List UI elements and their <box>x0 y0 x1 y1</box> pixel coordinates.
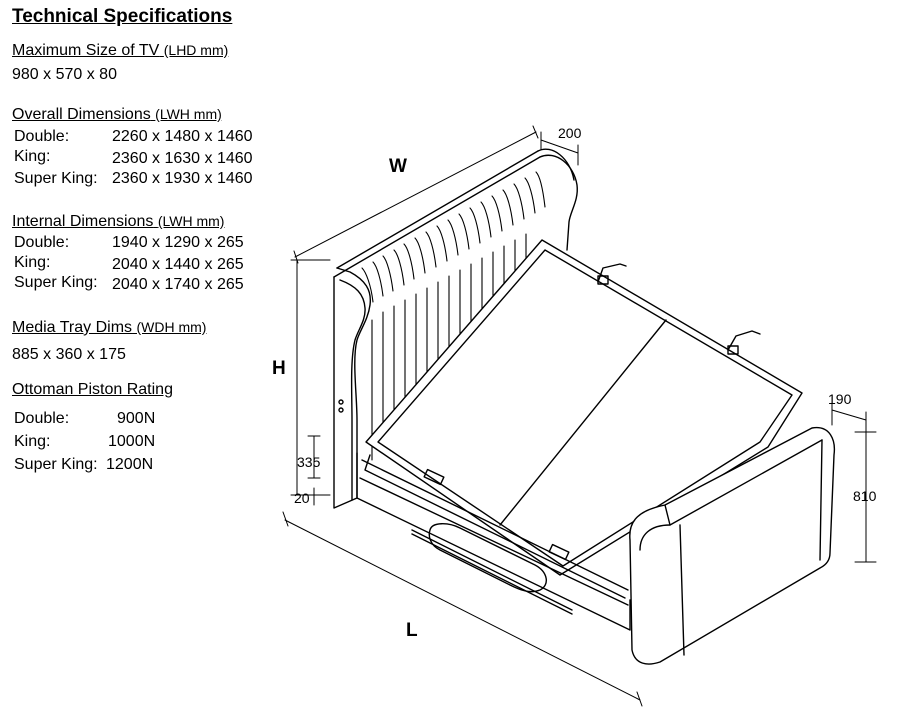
dim-h-ticks <box>290 259 331 496</box>
overall-label-king: King: <box>14 148 51 165</box>
media-tray-heading: Media Tray Dims (WDH mm) <box>12 319 206 337</box>
base-side-front <box>356 452 631 631</box>
footboard-side-edge <box>819 439 823 561</box>
lid-strap-2 <box>727 330 761 351</box>
ottoman-lid-seam <box>499 319 667 526</box>
tv-size-value: 980 x 570 x 80 <box>12 66 117 83</box>
media-tray-value: 885 x 360 x 175 <box>12 346 126 363</box>
overall-value-king: 2360 x 1630 x 1460 <box>112 150 253 167</box>
headboard-right-wing-inner <box>537 148 575 181</box>
footboard-outline <box>629 426 836 665</box>
label-335: 335 <box>297 454 321 470</box>
media-tray-bottom-line <box>411 533 573 615</box>
internal-dimensions-heading: Internal Dimensions (LWH mm) <box>12 213 224 231</box>
headboard-right-wing <box>539 154 578 251</box>
label-20: 20 <box>294 490 310 506</box>
bed-base <box>356 452 631 631</box>
dim-190-line <box>831 409 867 421</box>
internal-dimensions-heading-text: Internal Dimensions <box>12 213 154 230</box>
label-810: 810 <box>853 488 877 504</box>
headboard-control-dot-2 <box>338 407 344 413</box>
tv-size-heading-text: Maximum Size of TV <box>12 42 160 59</box>
lid-strap-2-clip <box>727 345 739 355</box>
dim-200-ticks <box>540 131 579 166</box>
dimension-lines <box>282 125 877 707</box>
headboard-top-edge <box>333 156 541 278</box>
base-top-rail <box>361 459 629 591</box>
headboard-left-wing <box>333 267 372 509</box>
dim-335-ticks <box>307 435 321 479</box>
footboard <box>629 426 836 665</box>
overall-dimensions-heading: Overall Dimensions (LWH mm) <box>12 106 222 124</box>
piston-label-king: King: <box>14 433 51 450</box>
base-strap-2 <box>548 543 570 561</box>
label-h: H <box>272 358 286 379</box>
internal-dimensions-unit: (LWH mm) <box>157 213 225 229</box>
ottoman-lid-inner <box>377 249 793 567</box>
overall-dimensions-heading-text: Overall Dimensions <box>12 106 151 123</box>
internal-value-double: 1940 x 1290 x 265 <box>112 234 244 251</box>
headboard-left-wing-inner <box>339 279 366 501</box>
internal-label-super-king: Super King: <box>14 274 98 291</box>
base-strap-1 <box>423 468 445 486</box>
overall-value-super-king: 2360 x 1930 x 1460 <box>112 170 253 187</box>
tv-size-heading: Maximum Size of TV (LHD mm) <box>12 42 228 60</box>
tv-size-unit: (LHD mm) <box>163 42 229 58</box>
label-l: L <box>406 620 418 641</box>
footboard-front-edge <box>679 524 685 656</box>
media-tray-unit: (WDH mm) <box>136 319 207 335</box>
dim-l-ticks <box>282 511 643 707</box>
piston-rating-heading: Ottoman Piston Rating <box>12 381 173 398</box>
overall-value-double: 2260 x 1480 x 1460 <box>112 128 253 145</box>
base-rail-inner <box>364 454 626 599</box>
dim-w-line <box>294 131 537 258</box>
label-200: 200 <box>558 125 582 141</box>
overall-label-super-king: Super King: <box>14 170 98 187</box>
dim-200-line <box>540 139 579 154</box>
dim-l-line <box>284 519 641 701</box>
base-rail-lower <box>359 477 629 606</box>
piston-label-double: Double: <box>14 410 70 427</box>
piston-value-double: 900N <box>117 410 156 427</box>
dim-190-ticks <box>831 401 867 433</box>
lid-strap-1-clip <box>597 275 609 285</box>
dim-810-ticks <box>854 431 877 563</box>
internal-label-king: King: <box>14 254 51 271</box>
footboard-corner <box>639 524 671 551</box>
media-tray-top-line <box>411 529 573 611</box>
dimension-labels: W H L 200 190 810 335 20 <box>272 125 877 641</box>
headboard-control-dot-1 <box>338 399 344 405</box>
label-190: 190 <box>828 391 852 407</box>
overall-dimensions-unit: (LWH mm) <box>155 106 222 122</box>
internal-label-double: Double: <box>14 234 70 251</box>
internal-value-super-king: 2040 x 1740 x 265 <box>112 276 244 293</box>
internal-value-king: 2040 x 1440 x 265 <box>112 256 244 273</box>
label-w: W <box>389 156 407 177</box>
media-tray-heading-text: Media Tray Dims <box>12 319 133 336</box>
lid-strap-1 <box>597 263 627 283</box>
piston-label-super-king: Super King: <box>14 456 98 473</box>
headboard-top-inner <box>336 150 539 269</box>
page-title: Technical Specifications <box>12 6 233 27</box>
piston-value-king: 1000N <box>108 433 156 450</box>
piston-value-super-king: 1200N <box>106 456 154 473</box>
overall-label-double: Double: <box>14 128 70 145</box>
